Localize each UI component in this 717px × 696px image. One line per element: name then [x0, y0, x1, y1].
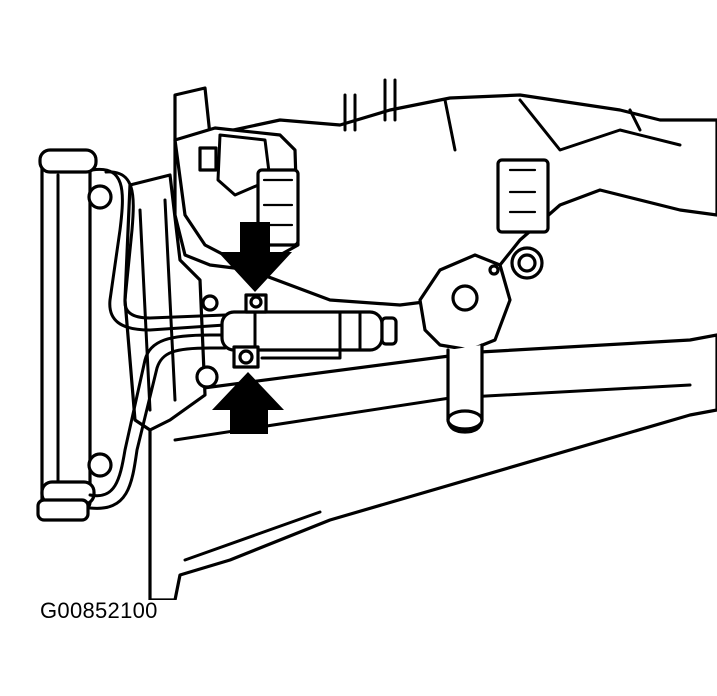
- arrow-up-callout: [212, 372, 284, 434]
- fuel-lines: [88, 167, 227, 510]
- regulator-cylinder: [220, 293, 398, 369]
- component-line-drawing: [36, 78, 717, 600]
- mounting-boss: [418, 246, 544, 434]
- right-connector: [496, 158, 550, 234]
- fuel-rail: [36, 148, 113, 522]
- arrow-down-callout: [218, 222, 292, 292]
- mount-holes: [195, 294, 219, 389]
- figure-id-label: G00852100: [40, 598, 158, 623]
- lower-housing: [148, 333, 717, 600]
- top-connector: [173, 126, 300, 260]
